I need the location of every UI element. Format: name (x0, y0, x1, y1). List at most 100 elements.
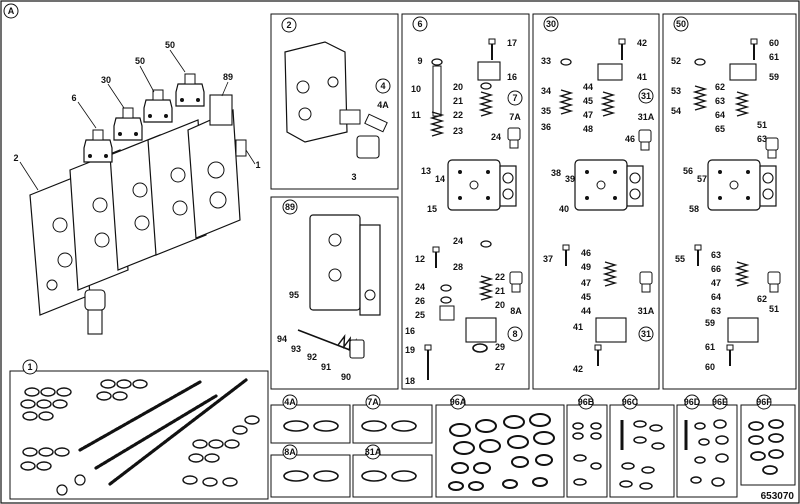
label-p89-91: 91 (321, 362, 331, 372)
label-p30-31: 31 (641, 91, 651, 101)
label-p30-37: 37 (543, 254, 553, 264)
kit-96A: 96A (435, 394, 565, 498)
main-assembly: A (3, 3, 261, 335)
label-p6-24c: 24 (415, 282, 425, 292)
label-p30-44: 44 (583, 82, 593, 92)
label-p30-34: 34 (541, 86, 551, 96)
kit-7A: 7A (352, 394, 433, 444)
label-p50-60: 60 (769, 38, 779, 48)
label-p6-13: 13 (421, 166, 431, 176)
label-main-50a: 50 (135, 56, 145, 66)
label-p30-31Ab: 31A (638, 306, 655, 316)
panel-50: 50 52 53 54 60 61 59 62 63 64 65 51 63 5… (662, 13, 797, 390)
label-p6-23: 23 (453, 126, 463, 136)
label-p30-45: 45 (583, 96, 593, 106)
label-p30-31A: 31A (638, 112, 655, 122)
kit-96C: 96C (609, 394, 675, 498)
kit-31A: 31A (352, 444, 433, 498)
kit-96E-tag: 96E (712, 397, 728, 407)
label-main-2: 2 (13, 153, 18, 163)
panel-89: 89 95 94 93 92 91 90 (270, 196, 399, 390)
label-p6-22: 22 (453, 110, 463, 120)
kit-4A-tag: 4A (284, 397, 296, 407)
label-p2-3: 3 (351, 172, 356, 182)
label-p2-4: 4 (380, 81, 385, 91)
label-p6-17: 17 (507, 38, 517, 48)
label-p30-45b: 45 (581, 292, 591, 302)
label-p50-61: 61 (769, 52, 779, 62)
label-p6-15: 15 (427, 204, 437, 214)
label-p30-46b: 46 (581, 248, 591, 258)
label-p6-26: 26 (415, 296, 425, 306)
label-p50-63d: 63 (711, 306, 721, 316)
label-p50-63b: 63 (757, 134, 767, 144)
label-p50-64: 64 (715, 110, 725, 120)
label-p89-90: 90 (341, 372, 351, 382)
label-p6-20b: 20 (495, 300, 505, 310)
label-p30-36: 36 (541, 122, 551, 132)
label-p6-9: 9 (417, 56, 422, 66)
panel-2-tag: 2 (286, 20, 291, 30)
label-p50-63: 63 (715, 96, 725, 106)
kit-96B: 96B (566, 394, 608, 498)
panel-30: 30 33 34 35 36 42 41 44 45 47 48 31 31A … (532, 13, 660, 390)
panel-30-tag: 30 (546, 19, 556, 29)
label-p6-24b: 24 (453, 236, 463, 246)
label-p6-21b: 21 (495, 286, 505, 296)
label-p2-4A: 4A (377, 100, 389, 110)
panel-2: 2 4 4A 3 (270, 13, 399, 190)
label-p30-38: 38 (551, 168, 561, 178)
label-p30-33: 33 (541, 56, 551, 66)
label-p30-42b: 42 (573, 364, 583, 374)
kit-1: 1 (9, 359, 269, 500)
label-p30-39: 39 (565, 174, 575, 184)
label-p6-7: 7 (512, 93, 517, 103)
label-p6-20: 20 (453, 82, 463, 92)
label-p50-51: 51 (757, 120, 767, 130)
label-p30-47b: 47 (581, 278, 591, 288)
label-p30-41: 41 (637, 72, 647, 82)
label-p89-95: 95 (289, 290, 299, 300)
label-p6-21: 21 (453, 96, 463, 106)
panel-6: 6 9 10 11 17 16 20 21 22 23 7 7A 24 13 (401, 13, 530, 390)
label-p6-11: 11 (411, 110, 421, 120)
label-p6-19: 19 (405, 345, 415, 355)
panel-6-tag: 6 (417, 19, 422, 29)
label-p89-93: 93 (291, 344, 301, 354)
kit-8A-tag: 8A (284, 447, 296, 457)
label-p50-66: 66 (711, 264, 721, 274)
label-p50-63c: 63 (711, 250, 721, 260)
label-p50-62: 62 (715, 82, 725, 92)
label-p50-55: 55 (675, 254, 685, 264)
label-p30-47: 47 (583, 110, 593, 120)
label-p50-53: 53 (671, 86, 681, 96)
label-main-89: 89 (223, 72, 233, 82)
kit-96F-tag: 96F (756, 397, 772, 407)
label-p50-56: 56 (683, 166, 693, 176)
label-p30-42: 42 (637, 38, 647, 48)
label-p6-7A: 7A (509, 112, 521, 122)
label-p50-52: 52 (671, 56, 681, 66)
label-p50-61b: 61 (705, 342, 715, 352)
label-p50-57: 57 (697, 174, 707, 184)
kit-96B-tag: 96B (578, 397, 595, 407)
label-p6-22b: 22 (495, 272, 505, 282)
label-p50-47: 47 (711, 278, 721, 288)
label-p6-8A: 8A (510, 306, 522, 316)
label-p6-16: 16 (507, 72, 517, 82)
label-p6-14: 14 (435, 174, 445, 184)
label-p50-58: 58 (689, 204, 699, 214)
label-p50-54: 54 (671, 106, 681, 116)
label-p50-59b: 59 (705, 318, 715, 328)
label-p89-92: 92 (307, 352, 317, 362)
label-p30-31b: 31 (641, 329, 651, 339)
label-main-1: 1 (255, 160, 260, 170)
kit-96C-tag: 96C (622, 397, 639, 407)
label-main-50b: 50 (165, 40, 175, 50)
label-p50-51b: 51 (769, 304, 779, 314)
label-p89-94: 94 (277, 334, 287, 344)
label-p6-28: 28 (453, 262, 463, 272)
label-p30-44b: 44 (581, 306, 591, 316)
panel-89-tag: 89 (285, 202, 295, 212)
